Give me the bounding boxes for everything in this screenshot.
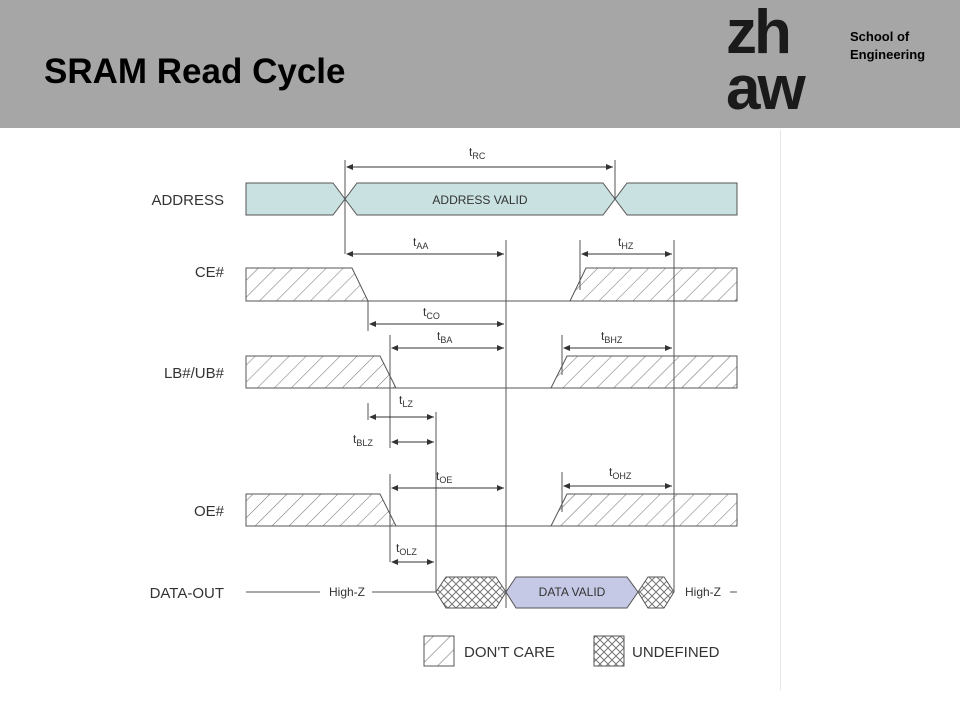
timing-labels: tRC tAA tHZ tCO tBA tBHZ tLZ tBLZ tOE tO… (353, 145, 634, 557)
content-divider (780, 130, 781, 690)
signal-oe: OE# (194, 503, 225, 520)
dataout-waveform (246, 576, 675, 609)
slide-header: SRAM Read Cycle zh aw School of Engineer… (0, 0, 960, 128)
legend-dont-care-swatch (423, 635, 455, 667)
legend: DON'T CARE UNDEFINED (423, 635, 720, 667)
t-rc-label: tRC (469, 145, 486, 161)
signal-dataout: DATA-OUT (150, 585, 224, 602)
t-lz-label: tLZ (399, 393, 413, 409)
t-aa-label: tAA (413, 235, 428, 251)
data-valid-label: DATA VALID (539, 585, 606, 599)
legend-dont-care: DON'T CARE (464, 644, 555, 661)
signal-address: ADDRESS (151, 192, 224, 209)
t-olz-label: tOLZ (396, 541, 417, 557)
logo-top: zh (726, 0, 792, 67)
lbub-waveform (245, 355, 738, 389)
t-oe-label: tOE (436, 469, 452, 485)
reference-lines (344, 160, 675, 608)
logo-bottom: aw (726, 54, 806, 123)
school-label: School of Engineering (850, 28, 925, 64)
signal-lbub: LB#/UB# (164, 365, 225, 382)
ce-waveform (245, 267, 738, 302)
t-hz-label: tHZ (618, 235, 634, 251)
school-line-1: School of (850, 29, 910, 44)
t-ba-label: tBA (437, 329, 452, 345)
address-waveform (245, 182, 738, 216)
legend-undefined-swatch (593, 635, 625, 667)
highz-left-label: High-Z (329, 585, 365, 599)
slide-title: SRAM Read Cycle (44, 52, 346, 91)
t-blz-label: tBLZ (353, 432, 373, 448)
address-valid-label: ADDRESS VALID (432, 193, 527, 207)
t-co-label: tCO (423, 305, 440, 321)
highz-right-label: High-Z (685, 585, 721, 599)
t-ohz-label: tOHZ (609, 465, 632, 481)
timing-arrows (346, 164, 672, 565)
oe-waveform (245, 493, 738, 527)
signal-ce: CE# (195, 264, 225, 281)
school-line-2: Engineering (850, 47, 926, 62)
legend-undefined: UNDEFINED (632, 644, 720, 661)
t-bhz-label: tBHZ (601, 329, 623, 345)
zhaw-logo: zh aw (726, 0, 832, 123)
